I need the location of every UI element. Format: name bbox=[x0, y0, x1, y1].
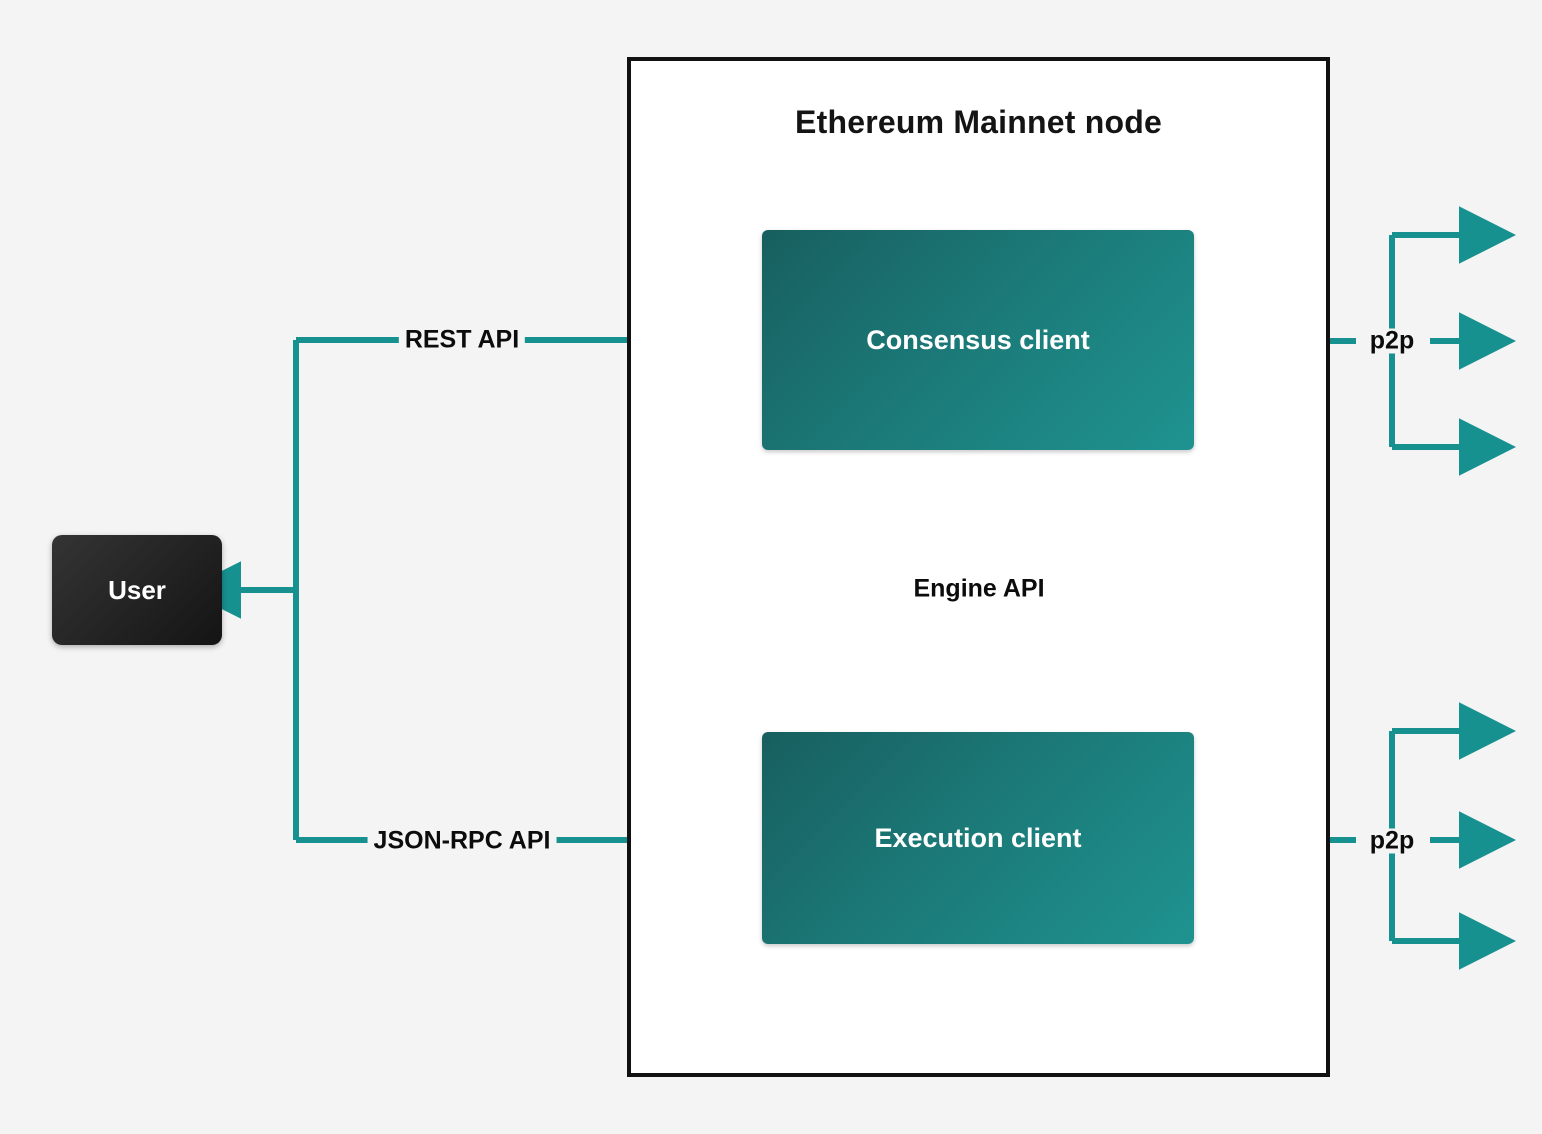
consensus-client-label: Consensus client bbox=[866, 324, 1090, 355]
edge-label-json-rpc-api: JSON-RPC API bbox=[367, 828, 557, 854]
execution-client-node[interactable]: Execution client bbox=[762, 732, 1194, 944]
page-title: Ethereum Mainnet node bbox=[795, 104, 1162, 140]
user-node[interactable]: User bbox=[52, 535, 222, 645]
edge-label-p2p-consensus: p2p bbox=[1360, 328, 1424, 354]
edge-label-engine-api: Engine API bbox=[913, 574, 1045, 603]
edge-label-p2p-execution: p2p bbox=[1360, 828, 1424, 854]
execution-client-label: Execution client bbox=[874, 822, 1082, 853]
user-label: User bbox=[108, 574, 166, 605]
consensus-client-node[interactable]: Consensus client bbox=[762, 230, 1194, 450]
edge-label-rest-api: REST API bbox=[398, 327, 526, 353]
